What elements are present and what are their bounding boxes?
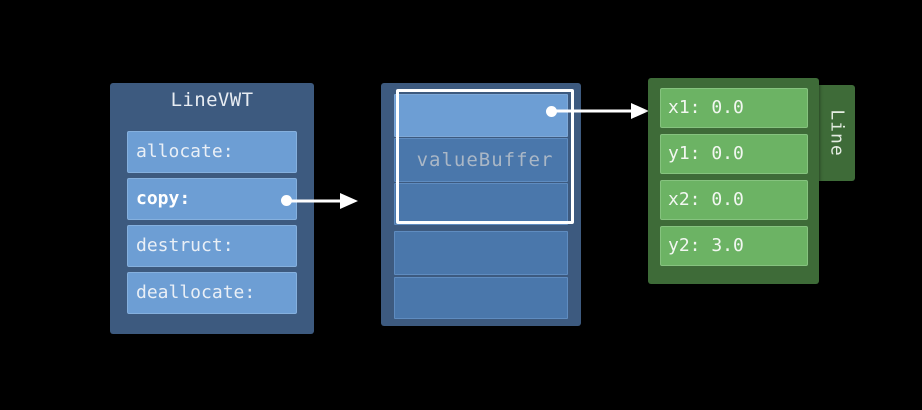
line-field-y1[interactable]: y1: 0.0 — [660, 134, 808, 174]
buffer-slot-4[interactable] — [394, 231, 568, 275]
vwt-row-deallocate[interactable]: deallocate: — [127, 272, 297, 314]
line-field-x2[interactable]: x2: 0.0 — [660, 180, 808, 220]
buffer-slot-1[interactable] — [394, 94, 568, 137]
line-field-x1[interactable]: x1: 0.0 — [660, 88, 808, 128]
line-type-tab: Line — [818, 85, 855, 181]
value-buffer-box: valueBuffer — [381, 83, 581, 326]
vwt-row-copy[interactable]: copy: — [127, 178, 297, 220]
linevwt-box: LineVWT allocate: copy: destruct: deallo… — [110, 83, 314, 334]
linevwt-row-list: allocate: copy: destruct: deallocate: — [127, 131, 297, 319]
buffer-to-line-arrow — [551, 103, 649, 119]
vwt-row-destruct[interactable]: destruct: — [127, 225, 297, 267]
copy-to-buffer-arrow — [286, 193, 358, 209]
line-field-list: x1: 0.0 y1: 0.0 x2: 0.0 y2: 3.0 — [660, 88, 808, 272]
line-instance-box: x1: 0.0 y1: 0.0 x2: 0.0 y2: 3.0 — [648, 78, 819, 284]
line-field-y2[interactable]: y2: 3.0 — [660, 226, 808, 266]
linevwt-title: LineVWT — [170, 89, 254, 111]
buffer-slot-5[interactable] — [394, 277, 568, 319]
line-type-tab-label: Line — [826, 109, 847, 157]
vwt-row-allocate[interactable]: allocate: — [127, 131, 297, 173]
buffer-slot-2[interactable] — [394, 138, 568, 182]
buffer-slot-3[interactable] — [394, 183, 568, 225]
